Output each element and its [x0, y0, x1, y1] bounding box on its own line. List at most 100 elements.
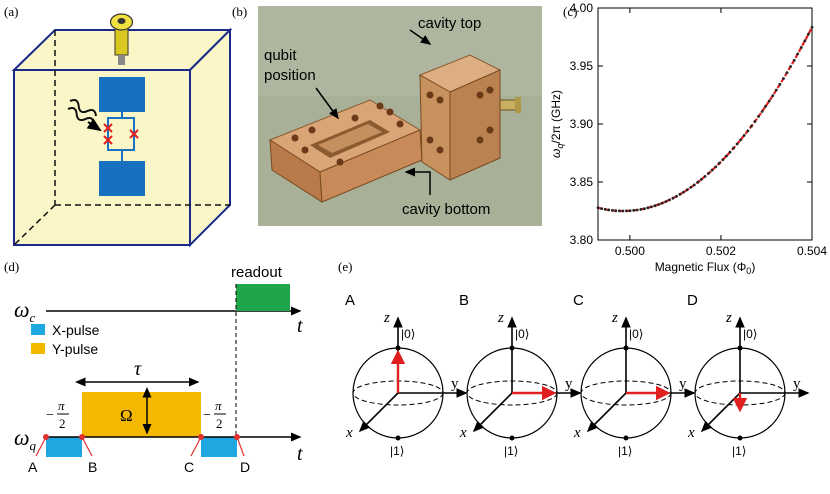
x-tick-label: 0.500: [615, 244, 645, 258]
x-axis: [586, 392, 627, 433]
x-axis-label: x: [345, 425, 353, 441]
data-point: [600, 207, 603, 211]
data-point: [682, 190, 685, 194]
z-axis-label: z: [725, 310, 732, 326]
data-point: [767, 99, 771, 103]
x-pulse-left: [46, 437, 82, 457]
data-point: [621, 209, 625, 213]
qubit-pad-top: [99, 77, 145, 112]
data-point: [628, 209, 632, 213]
cavity-bottom-label: cavity bottom: [402, 201, 490, 218]
legend-x-label: X-pulse: [52, 322, 100, 338]
josephson-junction-icon: [103, 123, 139, 145]
ket0-label: |0⟩: [629, 327, 643, 341]
flux-wave-icon: [69, 99, 97, 117]
point-b-label: B: [88, 459, 97, 475]
x-axis: [358, 392, 399, 433]
data-point: [632, 209, 636, 212]
svg-text:−: −: [203, 408, 211, 423]
y-tick-label: 4.00: [570, 1, 594, 15]
svg-text:π: π: [58, 398, 65, 413]
data-point: [735, 142, 739, 146]
readout-pulse: [236, 284, 290, 311]
ket1-label: |1⟩: [732, 444, 746, 458]
data-point: [689, 186, 693, 189]
point-pointers: [35, 436, 245, 457]
cavity-top-photo: [418, 54, 521, 181]
data-point: [778, 82, 782, 86]
readout-label: readout: [231, 264, 283, 281]
pole-bottom: [395, 435, 401, 441]
qubit-pad-bottom: [99, 161, 145, 196]
connector-pin: [118, 55, 125, 65]
pole-top: [509, 345, 515, 351]
data-point: [618, 209, 621, 213]
data-point: [760, 110, 764, 113]
data-point: [717, 161, 721, 165]
y-axis-label: y: [451, 376, 459, 392]
data-point: [675, 194, 678, 198]
panel-b: (b): [232, 4, 542, 226]
qubit-position-label: position: [264, 67, 316, 84]
panel-b-label: (b): [232, 4, 247, 19]
data-point: [725, 154, 728, 158]
data-point: [653, 204, 657, 208]
pole-bottom: [509, 435, 515, 441]
data-point: [739, 138, 743, 142]
data-point: [635, 208, 639, 212]
data-point: [728, 150, 732, 154]
data-point: [678, 192, 682, 196]
ket0-label: |0⟩: [515, 327, 529, 341]
data-point: [764, 104, 767, 108]
sphere-label: D: [687, 292, 698, 309]
x-pulse-right: [201, 437, 237, 457]
x-axis: [472, 392, 513, 433]
data-point: [710, 168, 714, 172]
data-point: [610, 209, 614, 212]
y-axis-label: ωq/2π (GHz): [549, 90, 565, 158]
time-label: t: [297, 443, 303, 465]
data-point: [660, 201, 664, 205]
z-axis-label: z: [497, 310, 504, 326]
x-axis-label: Magnetic Flux (Φ0): [655, 260, 756, 276]
data-point: [646, 206, 650, 210]
y-axis-label: y: [793, 376, 801, 392]
z-axis-label: z: [383, 310, 390, 326]
pole-bottom: [623, 435, 629, 441]
ket0-label: |0⟩: [743, 327, 757, 341]
data-point: [721, 158, 725, 162]
pi-half-left: − π 2: [46, 398, 69, 431]
plot-frame: [597, 7, 813, 241]
pole-top: [623, 345, 629, 351]
data-point: [803, 39, 807, 43]
y-axis-label: y: [679, 376, 687, 392]
panel-a-label: (a): [4, 4, 18, 19]
panel-a: (a): [4, 4, 233, 248]
x-tick-label: 0.502: [706, 244, 736, 258]
data-point: [810, 25, 814, 29]
z-axis-label: z: [611, 310, 618, 326]
rabi-omega-label: Ω: [120, 406, 133, 425]
data-point: [742, 134, 746, 137]
data-point: [753, 120, 757, 123]
tau-label: τ: [134, 358, 142, 380]
y-tick-label: 3.85: [570, 175, 594, 189]
data-point: [625, 209, 628, 213]
panel-c-label: (c): [563, 4, 577, 19]
pole-bottom: [737, 435, 743, 441]
connector-icon: [117, 18, 126, 24]
pole-top: [395, 345, 401, 351]
sphere-label: B: [459, 292, 469, 309]
data-point: [692, 183, 696, 187]
ket0-label: |0⟩: [401, 327, 415, 341]
data-point: [603, 207, 607, 211]
point-a-label: A: [28, 459, 38, 475]
data-point: [671, 196, 675, 200]
omega-c-label: ωc: [14, 297, 36, 325]
